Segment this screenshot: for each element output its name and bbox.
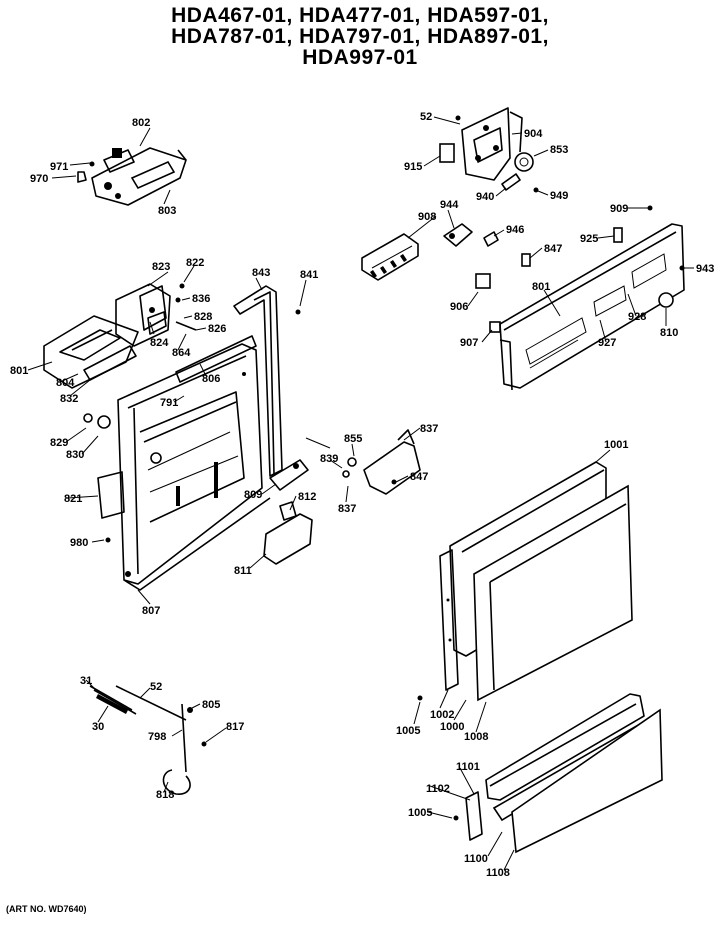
- label-817: 817: [226, 721, 244, 733]
- label-823: 823: [152, 261, 170, 273]
- label-1005-bottom: 1005: [408, 807, 432, 819]
- lower-panel-1100: [453, 693, 663, 854]
- label-855: 855: [344, 433, 362, 445]
- label-811: 811: [234, 565, 252, 577]
- label-1102: 1102: [426, 783, 450, 795]
- title-line-2: HDA787-01, HDA797-01, HDA897-01,: [171, 25, 549, 48]
- label-943: 943: [696, 263, 714, 275]
- label-52-bottom: 52: [150, 681, 162, 693]
- label-970: 970: [30, 173, 48, 185]
- control-panel-801: [499, 205, 685, 391]
- label-927: 927: [598, 337, 616, 349]
- label-839: 839: [320, 453, 338, 465]
- label-904: 904: [524, 128, 543, 140]
- label-802: 802: [132, 117, 150, 129]
- spring-linkage-30: [89, 685, 207, 795]
- vent-assembly-804: [43, 315, 139, 389]
- label-1100: 1100: [464, 853, 488, 865]
- label-809: 809: [244, 489, 262, 501]
- leader-lines: [27, 116, 694, 871]
- label-1000: 1000: [440, 721, 464, 733]
- latch-parts-809: [83, 413, 313, 565]
- label-909: 909: [610, 203, 628, 215]
- label-949: 949: [550, 190, 568, 202]
- label-1001: 1001: [604, 439, 628, 451]
- label-798: 798: [148, 731, 166, 743]
- label-807: 807: [142, 605, 160, 617]
- label-806: 806: [202, 373, 220, 385]
- switch-module-908: [361, 223, 531, 333]
- label-847-mid: 847: [410, 471, 428, 483]
- label-971: 971: [50, 161, 68, 173]
- label-801-left: 801: [10, 365, 28, 377]
- label-906: 906: [450, 301, 468, 313]
- switch-assembly-802: [77, 147, 187, 206]
- label-1008: 1008: [464, 731, 488, 743]
- label-925: 925: [580, 233, 598, 245]
- label-1002: 1002: [430, 709, 454, 721]
- label-915: 915: [404, 161, 422, 173]
- label-31: 31: [80, 675, 92, 687]
- part-labels: 802 971 970 803 52 904 853 915 940 949 9…: [10, 111, 714, 879]
- title-line-3: HDA997-01: [302, 46, 418, 69]
- label-821: 821: [64, 493, 82, 505]
- label-837-bottom: 837: [338, 503, 356, 515]
- label-803: 803: [158, 205, 176, 217]
- label-1108: 1108: [486, 867, 510, 879]
- label-980: 980: [70, 537, 88, 549]
- label-805: 805: [202, 699, 220, 711]
- label-907: 907: [460, 337, 478, 349]
- hinge-parts-837: [305, 429, 421, 495]
- label-791: 791: [160, 397, 178, 409]
- label-826: 826: [208, 323, 226, 335]
- label-928: 928: [628, 311, 646, 323]
- label-843: 843: [252, 267, 270, 279]
- label-830: 830: [66, 449, 84, 461]
- label-801-right: 801: [532, 281, 550, 293]
- label-804: 804: [56, 377, 75, 389]
- label-828: 828: [194, 311, 212, 323]
- label-1005-top: 1005: [396, 725, 420, 737]
- label-30: 30: [92, 721, 104, 733]
- label-836: 836: [192, 293, 210, 305]
- door-gasket-843: [175, 285, 301, 477]
- label-944: 944: [440, 199, 459, 211]
- label-832: 832: [60, 393, 78, 405]
- label-829: 829: [50, 437, 68, 449]
- label-908: 908: [418, 211, 436, 223]
- label-812: 812: [298, 491, 316, 503]
- label-818: 818: [156, 789, 174, 801]
- label-810: 810: [660, 327, 678, 339]
- outer-door-1000: [417, 461, 633, 702]
- title-line-1: HDA467-01, HDA477-01, HDA597-01,: [171, 4, 549, 27]
- label-824: 824: [150, 337, 169, 349]
- inner-door-807: [97, 343, 271, 591]
- art-number: (ART NO. WD7640): [6, 904, 87, 914]
- label-52-top: 52: [420, 111, 432, 123]
- label-841: 841: [300, 269, 318, 281]
- timer-bracket-904: [439, 107, 539, 193]
- label-1101: 1101: [456, 761, 480, 773]
- label-864: 864: [172, 347, 191, 359]
- label-940: 940: [476, 191, 494, 203]
- label-946: 946: [506, 224, 524, 236]
- label-847-top: 847: [544, 243, 562, 255]
- label-853: 853: [550, 144, 568, 156]
- label-837-top: 837: [420, 423, 438, 435]
- label-822: 822: [186, 257, 204, 269]
